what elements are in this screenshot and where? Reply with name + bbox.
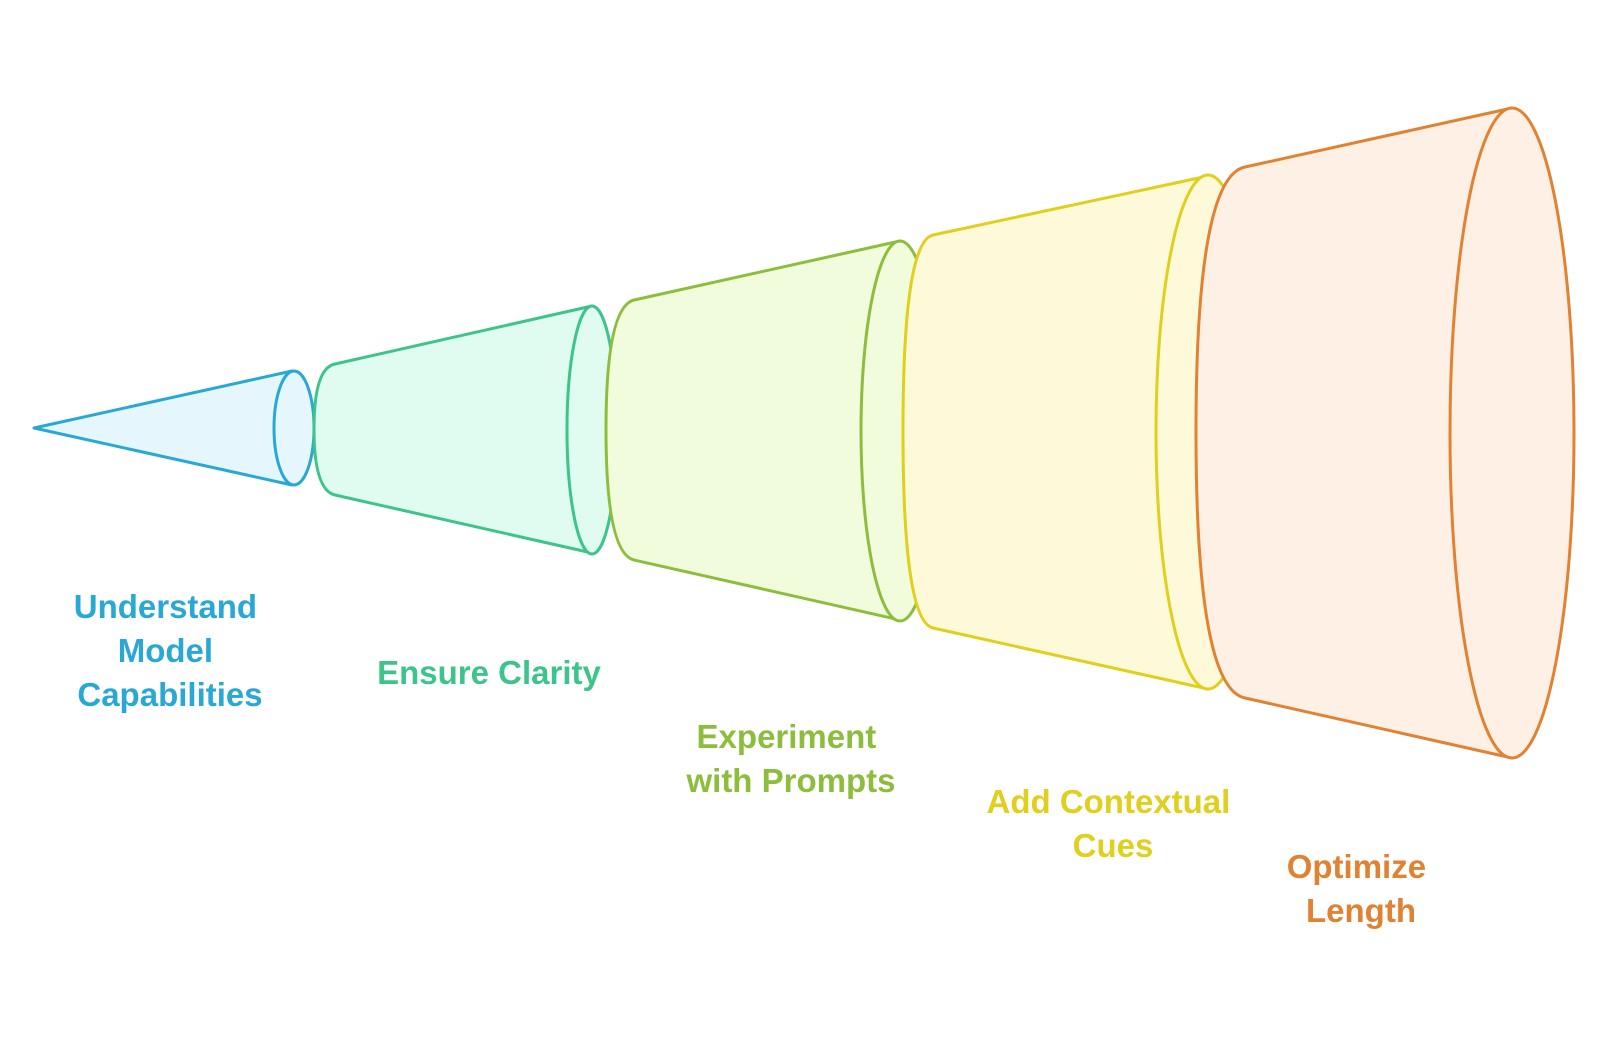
stage-5-segment-face [1448,106,1576,760]
stage-experiment-with-prompts [604,239,941,623]
stage-5-label-line: Length [1306,892,1416,929]
stage-3-label: Experiment with Prompts [685,718,895,799]
stage-1-label-line: Capabilities [77,676,262,713]
stage-5-segment-body [1194,106,1514,760]
stage-4-segment-body [901,174,1210,691]
stage-4-label-line: Cues [1073,827,1154,864]
stage-3-label-line: with Prompts [685,762,895,799]
stage-5-label: Optimize Length [1287,848,1436,929]
stage-1-cone-face [272,369,316,487]
stage-ensure-clarity [312,304,619,556]
stage-1-label-line: Model [118,632,213,669]
stage-1-label: Understand Model Capabilities [74,588,267,713]
stage-5-label-line: Optimize [1287,848,1426,885]
stage-optimize-length [1194,106,1576,760]
stage-understand-model-capabilities [32,369,316,487]
stage-4-label: Add Contextual Cues [987,783,1240,864]
stage-2-segment-body [312,304,594,555]
stage-3-label-line: Experiment [697,718,877,755]
stage-4-label-line: Add Contextual [987,783,1231,820]
stage-2-label: Ensure Clarity [377,654,601,691]
stage-2-label-line: Ensure Clarity [377,654,601,691]
stage-3-segment-body [604,239,902,622]
stage-1-label-line: Understand [74,588,257,625]
stage-1-cone-body [32,369,294,487]
